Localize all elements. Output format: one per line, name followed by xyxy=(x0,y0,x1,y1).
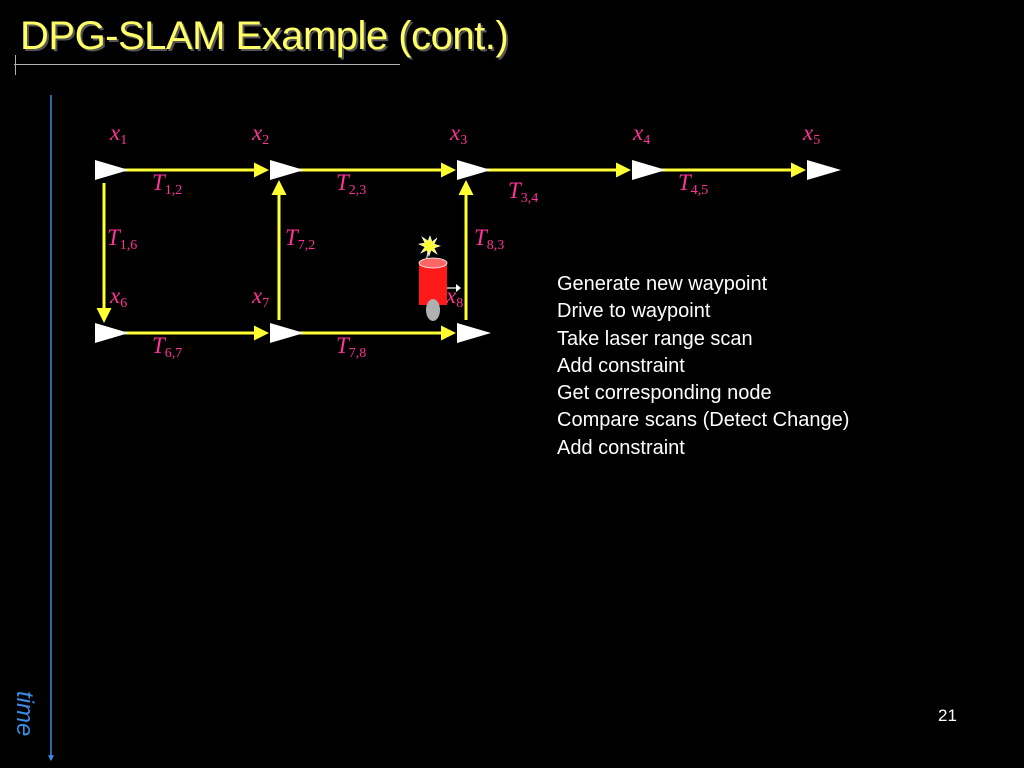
edge-label-T34: T3,4 xyxy=(508,178,538,206)
robot-wheel xyxy=(426,299,440,321)
pose-node-x3 xyxy=(457,160,491,180)
node-label-x4: x4 xyxy=(632,120,650,148)
robot-top xyxy=(418,257,448,269)
node-label-x1: x1 xyxy=(109,120,127,148)
edge-label-T72: T7,2 xyxy=(285,225,315,253)
edge-label-T45: T4,5 xyxy=(678,170,708,198)
node-label-x8: x8 xyxy=(445,283,463,311)
edge-label-T67: T6,7 xyxy=(152,333,182,361)
edge-label-T12: T1,2 xyxy=(152,170,182,198)
slide-title: DPG-SLAM Example (cont.) xyxy=(20,14,509,58)
step-item: Add constraint xyxy=(557,354,685,377)
step-item: Generate new waypoint xyxy=(557,273,768,295)
time-axis-label: time xyxy=(11,691,38,737)
step-item: Take laser range scan xyxy=(557,327,753,350)
step-item: Compare scans (Detect Change) xyxy=(557,409,850,432)
robot-body xyxy=(419,263,447,305)
step-item: Get corresponding node xyxy=(557,382,772,405)
pose-node-x7 xyxy=(270,323,304,343)
node-label-x7: x7 xyxy=(251,283,269,311)
step-item: Drive to waypoint xyxy=(557,300,711,323)
pose-node-x6 xyxy=(95,323,129,343)
laser-burst-icon xyxy=(418,235,441,257)
pose-node-x5 xyxy=(807,160,841,180)
node-label-x2: x2 xyxy=(251,120,269,148)
pose-node-x8 xyxy=(457,323,491,343)
edge-label-T83: T8,3 xyxy=(474,225,504,253)
node-label-x6: x6 xyxy=(109,283,127,311)
edge-labels-layer: T1,2 T2,3 T3,4 T4,5T1,6 T7,2 T8,3T6,7 T7,8 xyxy=(107,170,708,361)
robot-heading-arrow xyxy=(456,284,461,292)
pose-node-x1 xyxy=(95,160,129,180)
nodes-layer xyxy=(95,160,841,343)
step-item: Add constraint xyxy=(557,436,685,459)
edges-layer xyxy=(96,162,806,341)
edge-label-T23: T2,3 xyxy=(336,170,366,198)
title-underline xyxy=(14,64,400,65)
edge-label-T16: T1,6 xyxy=(107,225,137,253)
pose-node-x2 xyxy=(270,160,304,180)
page-number: 21 xyxy=(938,706,957,725)
title-tick-mark xyxy=(15,55,16,75)
pose-node-x4 xyxy=(632,160,666,180)
node-label-x3: x3 xyxy=(449,120,467,148)
node-labels-layer: x1 x2 x3 x4 x5 x6 x7 x8 xyxy=(109,120,820,311)
robot-icon xyxy=(418,235,461,321)
algorithm-steps: Generate new waypoint Drive to waypoint … xyxy=(557,271,849,462)
edge-label-T78: T7,8 xyxy=(336,333,366,361)
node-label-x5: x5 xyxy=(802,120,820,148)
